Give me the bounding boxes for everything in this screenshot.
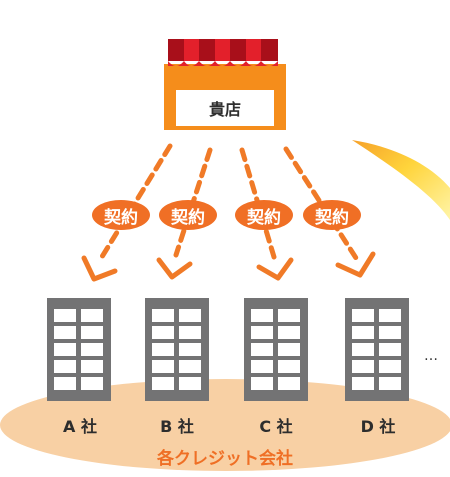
company-label-a: A 社: [63, 417, 97, 436]
more-companies-ellipsis: …: [424, 348, 438, 364]
company-label-b: B 社: [160, 417, 194, 436]
contract-label-2: 契約: [171, 207, 205, 228]
building-icon-c: [244, 298, 308, 401]
contract-badge-3: [235, 200, 293, 230]
contract-arrow-4: [283, 146, 359, 261]
awning-stripe-3: [199, 39, 215, 61]
storefront-icon: [164, 39, 286, 130]
contract-badges: [92, 200, 361, 230]
sweep-arrow-fragment: [352, 140, 450, 220]
building-icon-b: [145, 298, 209, 401]
building-icon-d: [345, 298, 409, 401]
awning-stripe-2: [184, 39, 199, 61]
contract-arrow-2-head: [156, 257, 193, 280]
contract-label-3: 契約: [247, 207, 281, 228]
awning-scallops: [168, 61, 278, 66]
shop-label: 貴店: [208, 100, 241, 119]
contract-arrow-1-head: [81, 255, 118, 282]
credit-company-group-label: 各クレジット会社: [157, 448, 293, 469]
contract-arrows: [81, 143, 376, 282]
contract-label-4: 契約: [315, 207, 349, 228]
contract-label-1: 契約: [104, 207, 138, 228]
awning-stripe-4: [215, 39, 230, 61]
contract-badge-1: [92, 200, 150, 230]
contract-arrow-3-head: [256, 257, 294, 281]
contract-badge-4: [303, 200, 361, 230]
company-label-d: D 社: [360, 417, 396, 436]
building-icon-a: [47, 298, 111, 401]
awning-stripe-5: [230, 39, 246, 61]
contract-arrow-4-head: [335, 251, 376, 278]
awning-stripe-6: [246, 39, 261, 61]
company-label-c: C 社: [259, 417, 293, 436]
storefront-sign: [176, 90, 274, 126]
awning-stripe-1: [168, 39, 184, 61]
credit-company-group-ellipse: [0, 379, 450, 471]
awning-stripe-7: [261, 39, 278, 61]
contract-badge-2: [159, 200, 217, 230]
